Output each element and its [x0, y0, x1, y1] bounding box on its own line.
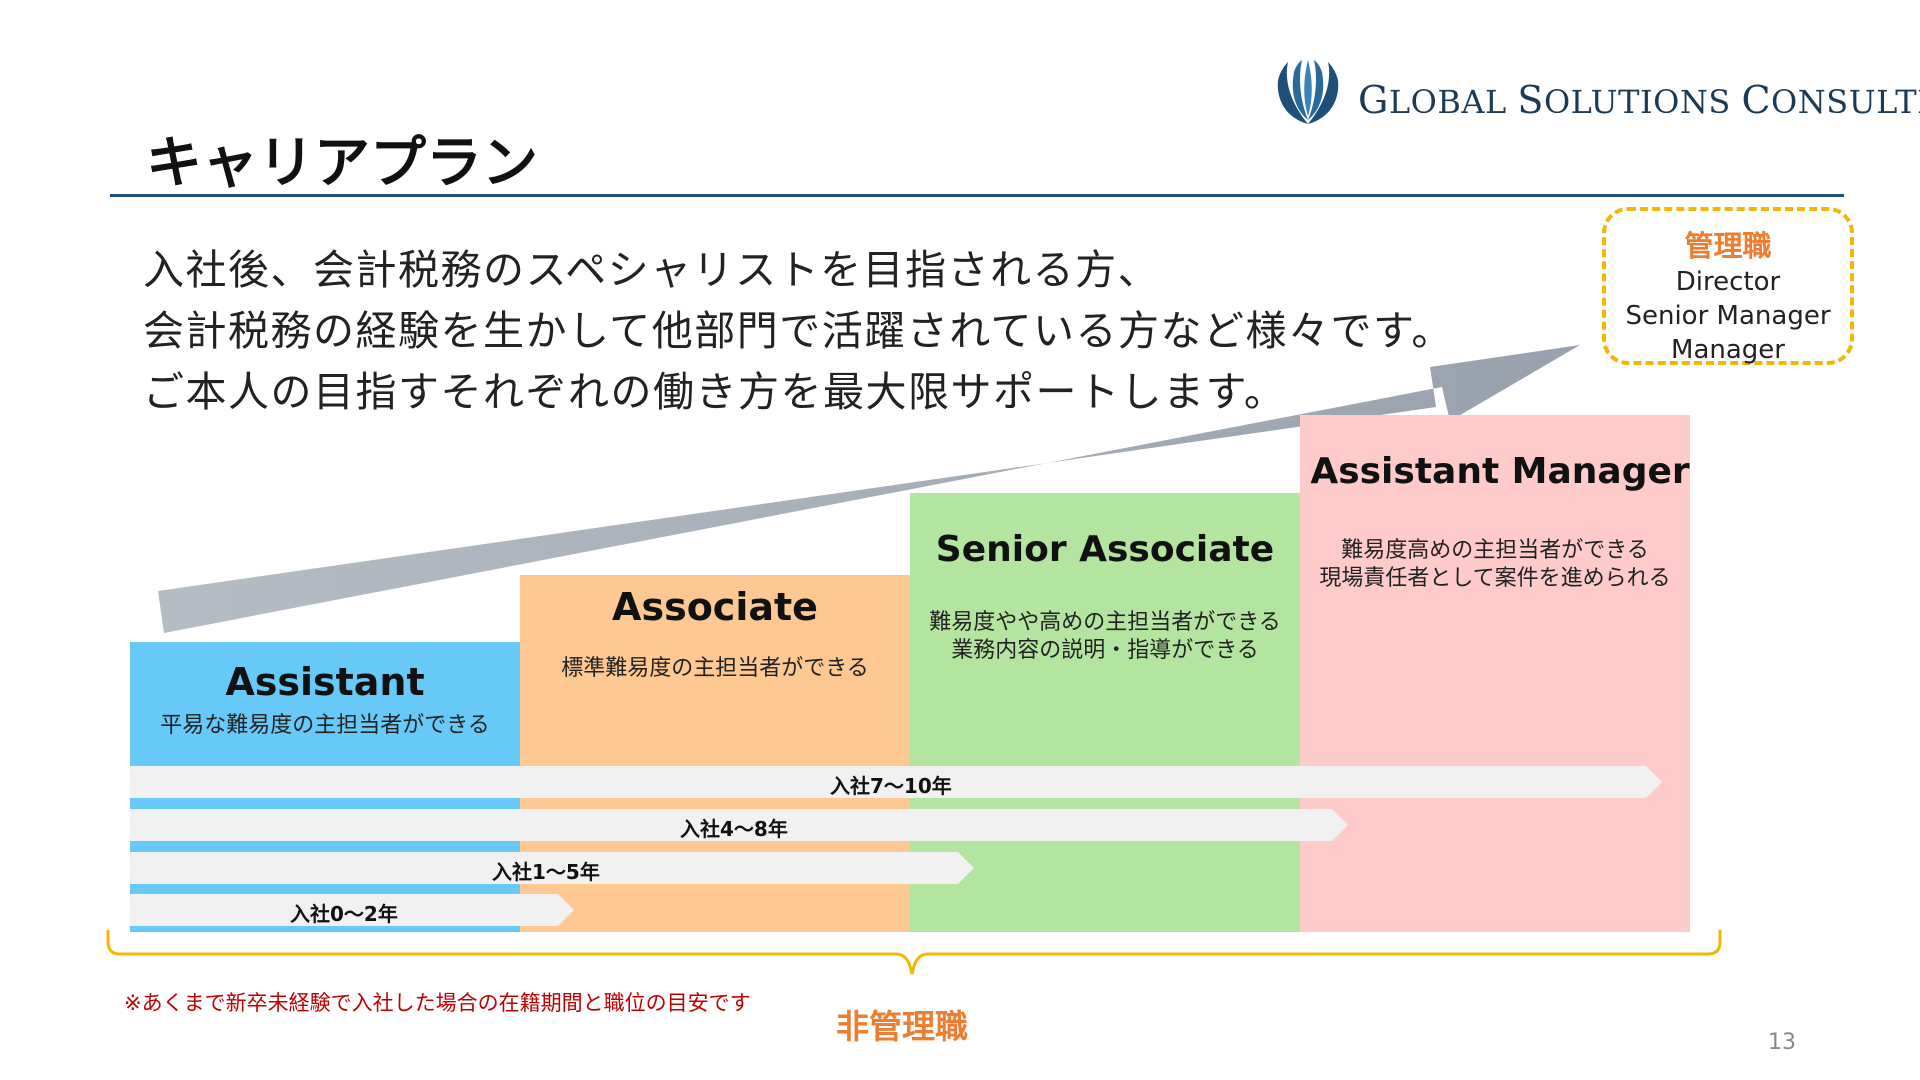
- level-name: Assistant Manager: [1310, 451, 1690, 492]
- tenure-arrow-7-10: 入社7〜10年: [130, 766, 1662, 798]
- wave-crest-logo-icon: [1277, 60, 1339, 124]
- footnote: ※あくまで新卒未経験で入社した場合の在籍期間と職位の目安です: [124, 991, 751, 1015]
- tenure-label: 入社7〜10年: [830, 774, 952, 798]
- tenure-arrow-shape: [130, 766, 1662, 798]
- role-manager: Manager: [1671, 335, 1785, 365]
- tenure-arrow-1-5: 入社1〜5年: [130, 852, 974, 884]
- level-desc-line-2: 業務内容の説明・指導ができる: [951, 638, 1259, 663]
- level-name: Senior Associate: [935, 529, 1275, 570]
- intro-line-2: 会計税務の経験を生かして他部門で活躍されている方など様々です。: [143, 307, 1454, 355]
- title-divider: [110, 194, 1844, 197]
- intro-line-1: 入社後、会計税務のスペシャリストを目指される方、: [143, 246, 1161, 294]
- tenure-arrow-shape: [130, 894, 574, 926]
- page-title: キャリアプラン: [146, 131, 538, 196]
- level-desc: 平易な難易度の主担当者ができる: [160, 713, 490, 738]
- level-desc-line-1: 難易度やや高めの主担当者ができる: [929, 610, 1281, 635]
- non-management-label: 非管理職: [836, 1007, 968, 1046]
- management-title: 管理職: [1684, 229, 1772, 263]
- level-name: Associate: [612, 585, 818, 629]
- tenure-label: 入社0〜2年: [290, 902, 398, 926]
- management-box: 管理職 Director Senior Manager Manager: [1602, 207, 1854, 365]
- tenure-arrow-shape: [130, 809, 1348, 841]
- level-desc: 標準難易度の主担当者ができる: [561, 656, 869, 681]
- growth-arrow-icon: [158, 345, 1580, 633]
- company-name: GLOBAL SOLUTIONS CONSULTING: [1358, 78, 1920, 122]
- level-desc-line-2: 現場責任者として案件を進められる: [1319, 566, 1671, 591]
- curly-bracket-icon: [106, 930, 1722, 975]
- tenure-arrow-4-8: 入社4〜8年: [130, 809, 1348, 841]
- tenure-label: 入社1〜5年: [492, 860, 600, 884]
- tenure-arrow-shape: [130, 852, 974, 884]
- intro-line-3: ご本人の目指すそれぞれの働き方を最大限サポートします。: [143, 368, 1287, 416]
- tenure-arrow-0-2: 入社0〜2年: [130, 894, 574, 926]
- level-desc-line-1: 難易度高めの主担当者ができる: [1341, 538, 1649, 563]
- level-block-assistant-manager: Assistant Manager 難易度高めの主担当者ができる 現場責任者とし…: [1300, 415, 1690, 932]
- level-block-senior-associate: Senior Associate 難易度やや高めの主担当者ができる 業務内容の説…: [910, 493, 1300, 932]
- level-name: Assistant: [225, 660, 425, 704]
- tenure-label: 入社4〜8年: [680, 817, 788, 841]
- role-senior-manager: Senior Manager: [1625, 301, 1831, 331]
- role-director: Director: [1675, 267, 1781, 297]
- page-number: 13: [1768, 1030, 1796, 1055]
